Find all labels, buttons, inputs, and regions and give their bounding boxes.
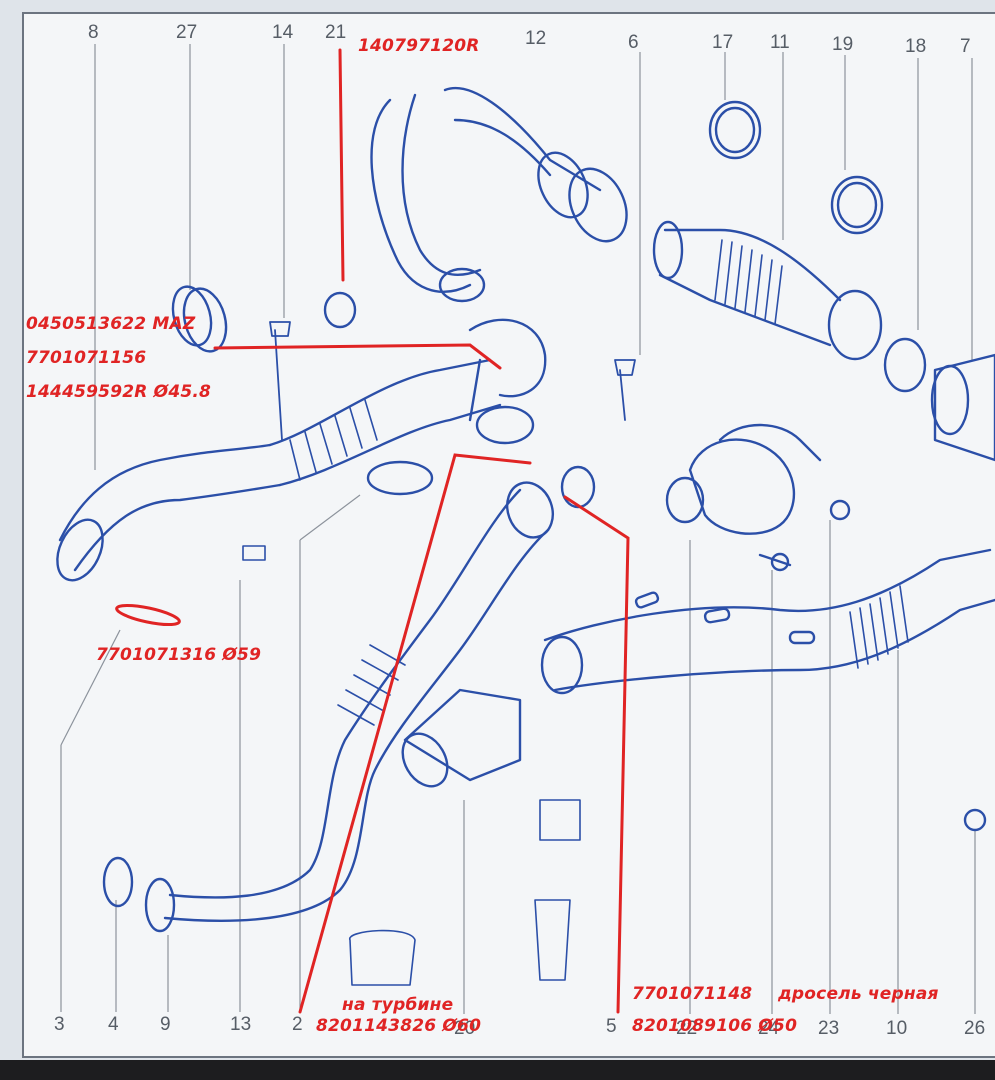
callout-8: 8 xyxy=(88,22,99,43)
red-line-21 xyxy=(338,48,345,282)
red-line-throttle xyxy=(563,495,630,1014)
callout-18: 18 xyxy=(905,36,927,57)
elbow-sensor xyxy=(468,318,547,398)
gasket-2 xyxy=(366,460,434,496)
label-8201089106: 8201089106 Ø50 xyxy=(632,1016,798,1036)
pipe-10 xyxy=(543,548,992,642)
callout-4: 4 xyxy=(108,1014,119,1035)
label-7701071316: 7701071316 Ø59 xyxy=(96,645,262,665)
label-turbine-note: на турбине xyxy=(342,995,454,1015)
parts-sheet xyxy=(22,12,995,1058)
red-line-sensor xyxy=(213,343,502,370)
hose-8-end xyxy=(56,518,104,582)
red-line-turbine xyxy=(298,453,532,1014)
callout-12: 12 xyxy=(525,28,547,49)
oring-21 xyxy=(323,291,357,329)
red-ring-59 xyxy=(115,603,181,627)
hose-lower-end xyxy=(144,877,176,933)
callout-10: 10 xyxy=(886,1018,908,1039)
nut-23 xyxy=(829,499,851,521)
callout-3: 3 xyxy=(54,1014,65,1035)
label-7701071156: 7701071156 xyxy=(26,348,147,368)
clamp-17 xyxy=(708,100,762,160)
label-7701071148: 7701071148 xyxy=(632,984,753,1004)
clamp-nut xyxy=(349,929,416,986)
label-throttle-note: дросель черная xyxy=(778,984,939,1004)
label-8201143826: 8201143826 Ø60 xyxy=(316,1016,482,1036)
pipe-11 xyxy=(663,228,842,302)
callout-7: 7 xyxy=(960,36,971,57)
pipe-11-end xyxy=(827,289,883,361)
callout-26: 26 xyxy=(964,1018,986,1039)
hose-8 xyxy=(58,443,272,542)
bracket-small xyxy=(539,799,581,841)
label-144459592r: 144459592R Ø45.8 xyxy=(26,382,212,402)
callout-2: 2 xyxy=(292,1014,303,1035)
label-0450513622: 0450513622 MAZ xyxy=(26,314,196,334)
throttle-body xyxy=(688,438,796,535)
hose-lower-top xyxy=(506,481,554,539)
oring-4 xyxy=(102,856,134,908)
callout-21: 21 xyxy=(325,22,347,43)
throttle-port xyxy=(665,476,705,524)
callout-20: 20 xyxy=(454,1018,476,1039)
part-26 xyxy=(963,808,987,832)
part-7 xyxy=(933,353,995,462)
callout-14: 14 xyxy=(272,22,294,43)
elbow-mouth xyxy=(475,405,535,445)
callout-23: 23 xyxy=(818,1018,840,1039)
hose-lower xyxy=(168,488,522,899)
hose-12-upper xyxy=(370,98,472,293)
callout-27: 27 xyxy=(176,22,198,43)
oring-18 xyxy=(883,337,927,393)
bolt-stud xyxy=(534,899,571,981)
pipe-10-end xyxy=(540,635,584,695)
oring-5 xyxy=(560,465,596,509)
callout-5: 5 xyxy=(606,1016,617,1037)
label-140797120r: 140797120R xyxy=(358,36,480,56)
callout-22: 22 xyxy=(676,1018,698,1039)
bolt-6 xyxy=(614,359,636,421)
bolt-24 xyxy=(758,553,792,567)
bottom-bar xyxy=(0,1060,995,1080)
bolt-14 xyxy=(269,321,291,441)
clamp-19 xyxy=(830,175,884,235)
red-annotations xyxy=(115,48,630,1014)
callout-19: 19 xyxy=(832,34,854,55)
callout-24: 24 xyxy=(758,1018,780,1039)
adapter-20 xyxy=(403,688,522,782)
callout-6: 6 xyxy=(628,32,639,53)
callout-13: 13 xyxy=(230,1014,252,1035)
callout-9: 9 xyxy=(160,1014,171,1035)
callout-17: 17 xyxy=(712,32,734,53)
callout-11: 11 xyxy=(770,32,790,53)
clip-13 xyxy=(242,545,266,561)
